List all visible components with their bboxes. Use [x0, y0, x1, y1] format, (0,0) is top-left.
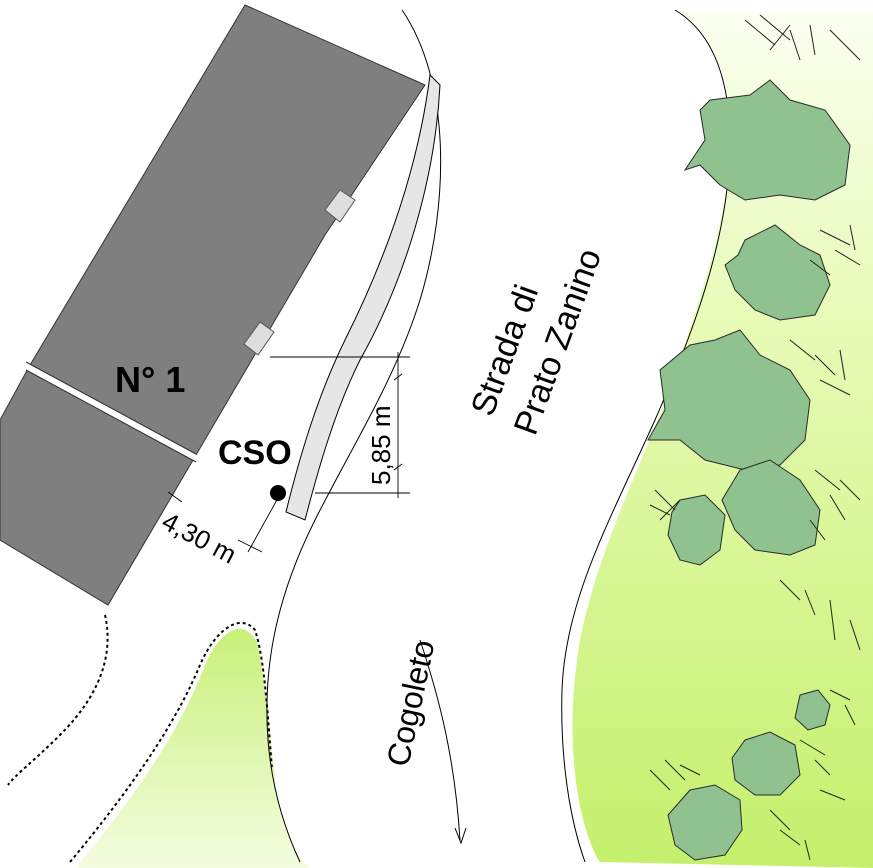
- dimension-5-85: [270, 352, 410, 498]
- direction-label: Cogoleto: [380, 637, 442, 770]
- sidewalk-strip: [285, 73, 441, 521]
- green-area-edge: [69, 622, 273, 863]
- green-area-southwest: [78, 628, 310, 868]
- tree-4: [721, 459, 821, 556]
- dimension-4-30: [167, 491, 279, 553]
- tree-5: [667, 494, 726, 566]
- tree-2: [724, 224, 831, 321]
- tree-8: [667, 784, 743, 861]
- direction-arrow: [419, 639, 461, 841]
- cso-point-marker: [270, 485, 286, 501]
- dotted-boundary-west: [7, 614, 109, 786]
- building-divider: [24, 363, 198, 461]
- tree-group: [647, 79, 851, 861]
- building-notch-1: [324, 189, 356, 223]
- tree-6: [794, 689, 831, 731]
- building-label: N° 1: [115, 359, 185, 400]
- road-edge-west: [266, 9, 442, 863]
- dimension-vertical-label: 5,85 m: [366, 406, 396, 486]
- tree-3: [647, 329, 811, 471]
- tree-1: [683, 79, 851, 201]
- tree-7: [731, 731, 801, 796]
- dimension-horizontal-label: 4,30 m: [157, 506, 241, 570]
- grass-sketches: [649, 14, 861, 861]
- building-notch-2: [243, 321, 275, 356]
- cso-label: CSO: [218, 434, 292, 472]
- building-n1: [0, 4, 426, 606]
